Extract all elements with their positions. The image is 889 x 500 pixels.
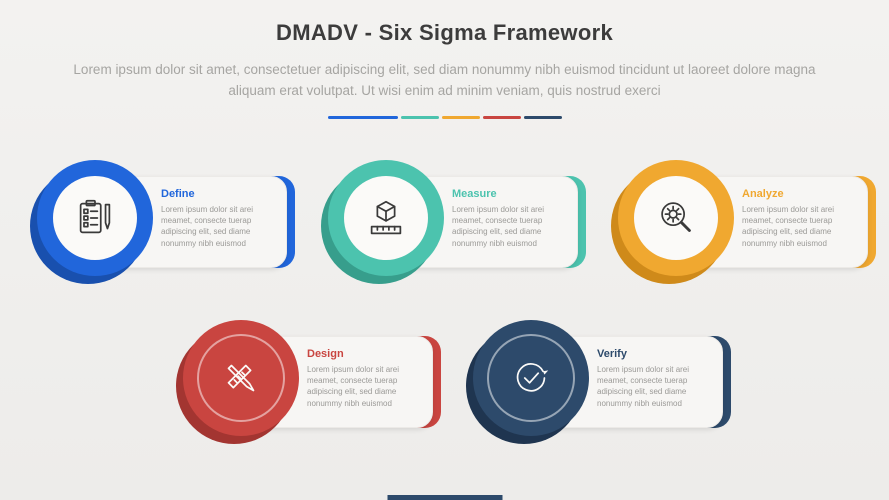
divider-segment: [523, 116, 562, 119]
card-text: Define Lorem ipsum dolor sit arei meamet…: [161, 188, 283, 249]
refresh-check-icon: [516, 363, 549, 392]
card-text: Design Lorem ipsum dolor sit arei meamet…: [307, 348, 429, 409]
item-body: Lorem ipsum dolor sit arei meamet, conse…: [742, 205, 835, 248]
stage-item-analyze: Analyze Lorem ipsum dolor sit arei meame…: [611, 160, 889, 300]
stage-item-measure: Measure Lorem ipsum dolor sit arei meame…: [321, 160, 638, 300]
color-divider: [327, 116, 562, 119]
circle-badge: [618, 160, 734, 276]
circle-badge: [328, 160, 444, 276]
circle-badge: [183, 320, 299, 436]
card-text: Analyze Lorem ipsum dolor sit arei meame…: [742, 188, 864, 249]
inner-circle: [344, 176, 428, 260]
magnifier-gear-icon: [661, 202, 691, 232]
divider-segment: [482, 116, 521, 119]
inner-circle: [489, 336, 573, 420]
divider-segment: [441, 116, 480, 119]
inner-circle: [53, 176, 137, 260]
stage-item-verify: Verify Lorem ipsum dolor sit arei meamet…: [466, 320, 783, 460]
divider-segment: [400, 116, 439, 119]
item-title: Verify: [597, 348, 627, 360]
item-title: Analyze: [742, 188, 784, 200]
inner-circle: [199, 336, 283, 420]
divider-segment: [327, 116, 398, 119]
card-text: Verify Lorem ipsum dolor sit arei meamet…: [597, 348, 719, 409]
item-body: Lorem ipsum dolor sit arei meamet, conse…: [161, 205, 254, 248]
circle-badge: [37, 160, 153, 276]
page-subtitle: Lorem ipsum dolor sit amet, consectetuer…: [73, 62, 816, 98]
stage-item-define: Define Lorem ipsum dolor sit arei meamet…: [30, 160, 347, 300]
stage-item-design: Design Lorem ipsum dolor sit arei meamet…: [176, 320, 493, 460]
item-title: Design: [307, 348, 344, 360]
item-body: Lorem ipsum dolor sit arei meamet, conse…: [452, 205, 545, 248]
item-body: Lorem ipsum dolor sit arei meamet, conse…: [597, 365, 690, 408]
pencil-ruler-icon: [227, 364, 255, 392]
item-title: Measure: [452, 188, 497, 200]
card-text: Measure Lorem ipsum dolor sit arei meame…: [452, 188, 574, 249]
footer-bar: [387, 495, 502, 500]
page-title: DMADV - Six Sigma Framework: [276, 20, 613, 45]
item-title: Define: [161, 188, 195, 200]
item-body: Lorem ipsum dolor sit arei meamet, conse…: [307, 365, 400, 408]
cube-ruler-icon: [370, 200, 402, 235]
inner-circle: [634, 176, 718, 260]
circle-badge: [473, 320, 589, 436]
clipboard-pencil-icon: [79, 199, 111, 234]
